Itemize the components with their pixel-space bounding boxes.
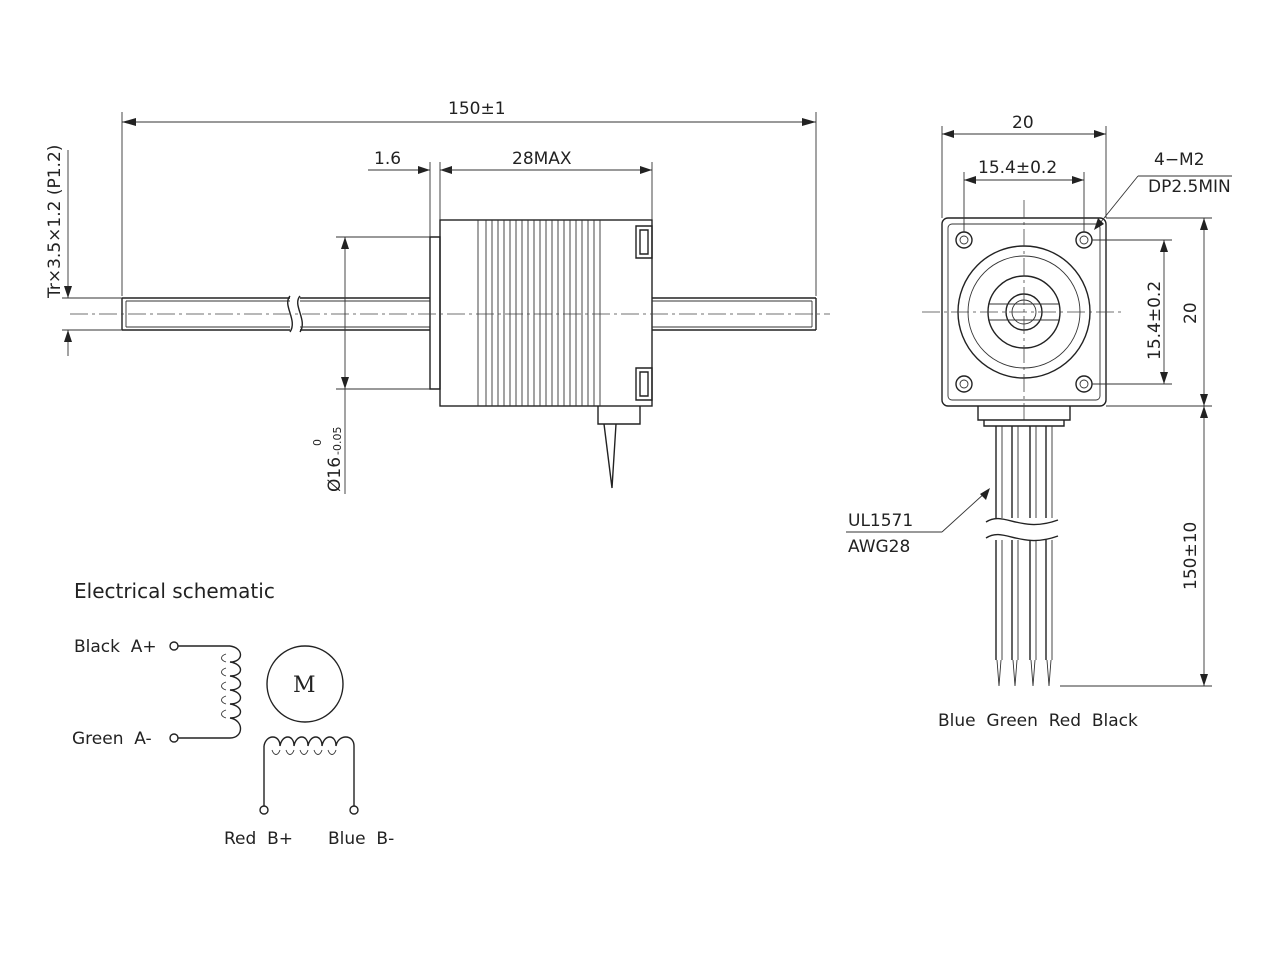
holes-spec-2: DP2.5MIN xyxy=(1148,177,1231,197)
dim-pilot-diameter: Ø16 xyxy=(325,457,345,492)
dim-hole-spacing-h: 15.4±0.2 xyxy=(978,158,1057,178)
dim-pilot-tol-upper: 0 xyxy=(311,439,324,446)
pin-a-plus: Black A+ xyxy=(74,637,157,657)
dim-total-length: 150±1 xyxy=(448,99,506,119)
front-view: 20 15.4±0.2 4−M2 DP2.5MIN 15.4±0.2 20 xyxy=(846,113,1232,731)
dim-flange: 1.6 xyxy=(374,149,401,169)
electrical-schematic: Electrical schematic Black A+ Green A- M… xyxy=(72,579,394,849)
dim-body-length: 28MAX xyxy=(512,149,572,169)
pin-b-plus: Red B+ xyxy=(224,829,293,849)
dim-thread: Tr×3.5×1.2 (P1.2) xyxy=(45,145,65,299)
dim-hole-spacing-v: 15.4±0.2 xyxy=(1145,281,1165,360)
dim-front-height: 20 xyxy=(1181,302,1201,324)
dim-lead-length: 150±10 xyxy=(1181,522,1201,590)
wire-colors: Blue Green Red Black xyxy=(938,711,1138,731)
dim-pilot-tol-lower: -0.05 xyxy=(331,427,344,455)
schematic-title: Electrical schematic xyxy=(74,579,275,603)
cable-spec-2: AWG28 xyxy=(848,537,910,557)
pin-b-minus: Blue B- xyxy=(328,829,394,849)
holes-spec-1: 4−M2 xyxy=(1154,150,1205,170)
motor-symbol: M xyxy=(293,673,316,698)
dim-front-width: 20 xyxy=(1012,113,1034,133)
pin-a-minus: Green A- xyxy=(72,729,152,749)
side-view: 150±1 1.6 28MAX Tr×3.5×1.2 (P1.2) Ø16 0 … xyxy=(45,99,830,494)
cable-spec-1: UL1571 xyxy=(848,511,913,531)
